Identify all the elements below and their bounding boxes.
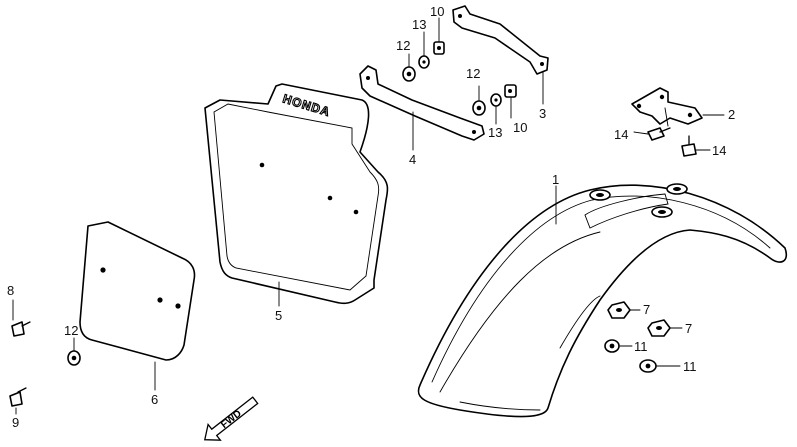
rear-fender — [417, 183, 788, 418]
callout-10-upper: 10 — [430, 4, 444, 19]
callout-11-lower: 11 — [683, 359, 697, 374]
brace-part-3 — [452, 5, 549, 75]
bolt-14-left-icon — [647, 127, 671, 141]
callout-11-upper: 11 — [634, 339, 648, 354]
callout-9: 9 — [12, 415, 19, 430]
callout-4: 4 — [409, 152, 416, 167]
nut-12-mid-icon — [472, 100, 486, 116]
stay-part-4 — [359, 65, 485, 141]
plate-bracket-part-5: HONDA — [204, 83, 389, 305]
callout-13-lower: 13 — [488, 125, 502, 140]
nut-12-upper-icon — [402, 66, 416, 82]
bracket-part-2 — [631, 87, 703, 127]
callout-5: 5 — [275, 308, 282, 323]
callout-3: 3 — [539, 106, 546, 121]
screw-8-icon — [11, 321, 31, 337]
callout-10-lower: 10 — [513, 120, 527, 135]
callout-2: 2 — [728, 107, 735, 122]
callout-12-left: 12 — [64, 323, 78, 338]
screw-9-icon — [9, 387, 27, 407]
fwd-arrow: FWD — [203, 396, 259, 441]
callout-14-right: 14 — [712, 143, 726, 158]
callout-8: 8 — [7, 283, 14, 298]
nut-11-lower-icon — [639, 359, 657, 373]
callout-13-upper: 13 — [412, 17, 426, 32]
callout-7-lower: 7 — [685, 321, 692, 336]
nut-11-upper-icon — [604, 339, 620, 353]
washer-13-upper-icon — [418, 55, 430, 69]
washer-13-lower-icon — [490, 93, 502, 107]
callout-1: 1 — [552, 172, 559, 187]
callout-6: 6 — [151, 392, 158, 407]
bolt-14-right-icon — [681, 135, 697, 157]
nut-10-upper-icon — [433, 41, 445, 55]
callout-12-upper: 12 — [396, 38, 410, 53]
callout-12-mid: 12 — [466, 66, 480, 81]
leader-lines — [12, 17, 725, 415]
callout-14-left: 14 — [614, 127, 628, 142]
hardware — [9, 41, 697, 407]
collar-7-upper-icon — [607, 301, 631, 319]
nut-10-lower-icon — [504, 84, 517, 98]
collar-7-lower-icon — [647, 319, 671, 337]
nut-12-left-icon — [67, 350, 81, 366]
callout-7-upper: 7 — [643, 302, 650, 317]
plate-part-6 — [79, 221, 196, 361]
